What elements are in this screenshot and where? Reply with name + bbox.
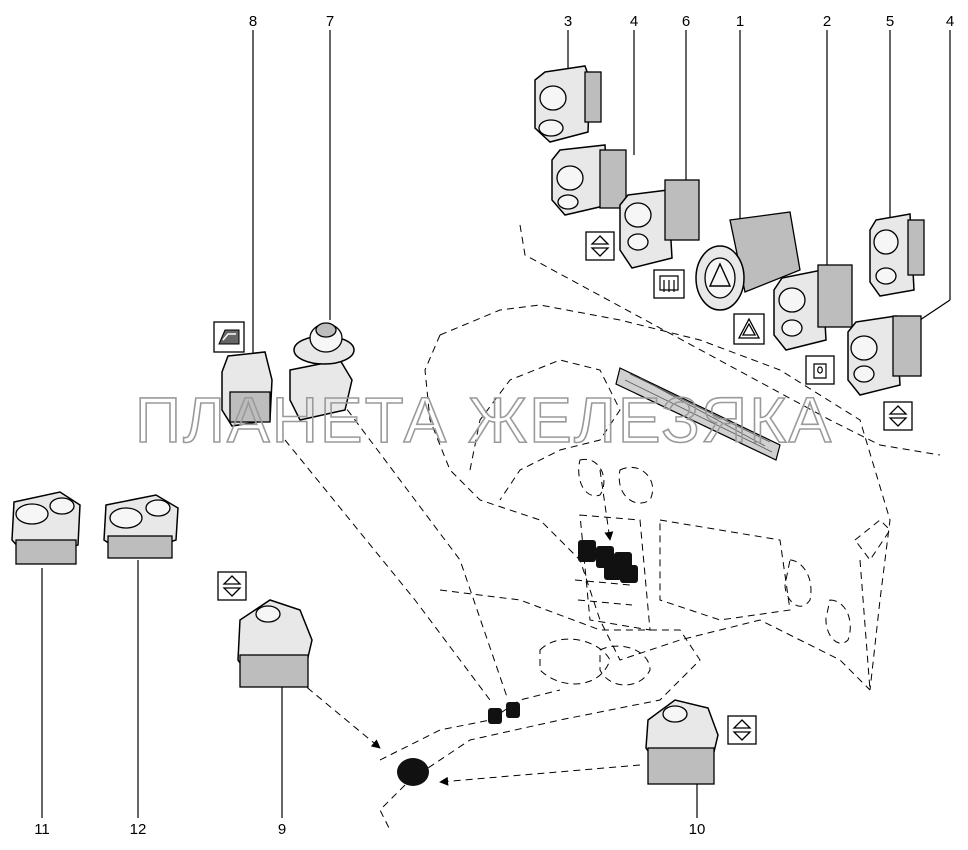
part-5-switch-blank — [869, 213, 925, 297]
window-up-down-icon — [217, 571, 247, 601]
callout-7: 7 — [326, 13, 334, 30]
callout-10: 10 — [689, 821, 706, 838]
hazard-triangle-icon — [733, 313, 765, 345]
part-3-switch-blank — [534, 65, 602, 143]
part-2-child-lock-switch — [773, 264, 853, 351]
center-vent-grille — [615, 367, 781, 461]
rear-defrost-icon — [653, 269, 685, 299]
callout-1: 1 — [736, 13, 744, 30]
callout-8: 8 — [249, 13, 257, 30]
callout-6: 6 — [682, 13, 690, 30]
part-12-window-switch-double — [103, 494, 179, 559]
installed-console-switches — [488, 702, 520, 724]
callout-9: 9 — [278, 821, 286, 838]
part-10-window-switch-single — [645, 699, 719, 785]
part-11-window-switch-double — [11, 491, 81, 565]
window-up-down-icon — [727, 715, 757, 745]
callout-3: 3 — [564, 13, 572, 30]
window-up-down-icon — [883, 401, 913, 431]
callout-4-lower: 4 — [946, 13, 954, 30]
part-4-switch-upper — [551, 144, 627, 216]
part-9-window-switch-single — [237, 599, 313, 688]
callout-4-upper: 4 — [630, 13, 638, 30]
part-7-mirror-adjust-switch — [289, 322, 355, 421]
part-4-switch-lower — [847, 315, 922, 396]
installed-window-switches — [397, 758, 429, 786]
assembly-lines — [284, 399, 641, 786]
part-8-sunroof-switch — [221, 351, 273, 427]
callout-2: 2 — [823, 13, 831, 30]
part-6-rear-defrost-switch — [619, 179, 700, 269]
callout-5: 5 — [886, 13, 894, 30]
sunroof-icon — [213, 321, 245, 353]
dashboard-outline — [379, 224, 941, 831]
leader-lines — [41, 30, 951, 818]
part-1-hazard-switch — [695, 211, 801, 311]
callout-11: 11 — [34, 821, 50, 838]
child-lock-icon — [805, 355, 835, 385]
watermark: ПЛАНЕТА ЖЕЛЕЗЯКА — [135, 384, 833, 456]
window-up-down-icon — [585, 231, 615, 261]
callout-12: 12 — [130, 821, 147, 838]
installed-switch-cluster — [578, 540, 638, 583]
